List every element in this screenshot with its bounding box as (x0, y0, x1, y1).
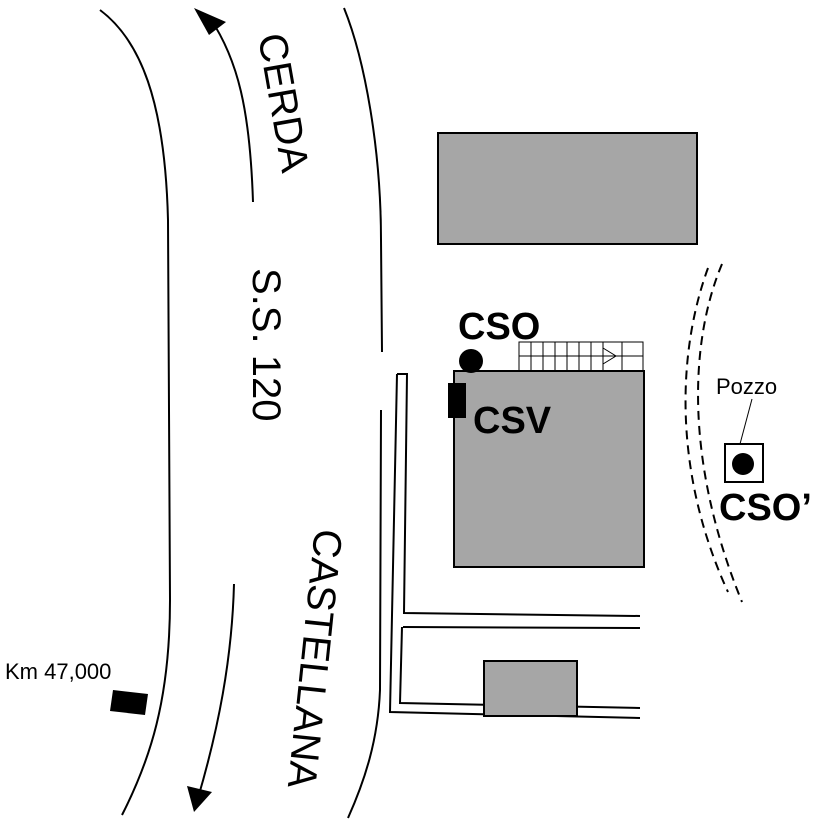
well-label: Pozzo (716, 374, 777, 399)
km-marker-label: Km 47,000 (5, 659, 111, 684)
cso-prime-label: CSO’ (719, 487, 812, 529)
road-label-ss120: S.S. 120 (244, 268, 288, 421)
direction-arrow-south-head (187, 786, 212, 812)
csv-label: CSV (473, 400, 552, 442)
building-south (483, 660, 578, 717)
dashed-path-inner (684, 267, 729, 593)
building-main (453, 370, 645, 568)
road-label-castellana: CASTELLANA (279, 527, 350, 791)
well-leader-line (739, 398, 753, 445)
csv-marker-icon (448, 383, 466, 418)
direction-arrow-south-line (197, 583, 235, 799)
cso-marker-icon (459, 349, 483, 373)
km-marker-icon (110, 690, 148, 715)
road-edge-right-lower (347, 409, 382, 819)
cso-prime-marker-icon (732, 453, 754, 475)
building-north (437, 132, 698, 245)
direction-arrow-north-head (194, 8, 226, 35)
staircase-icon (518, 341, 644, 372)
road-edge-left (99, 9, 172, 816)
road-label-cerda: CERDA (249, 30, 317, 176)
dashed-path-outer (697, 263, 743, 603)
well-box (724, 443, 764, 483)
direction-arrow-north-line (209, 17, 254, 203)
road-edge-right-upper (343, 7, 383, 353)
access-lane-inner (397, 373, 641, 617)
cso-label: CSO (458, 306, 540, 348)
